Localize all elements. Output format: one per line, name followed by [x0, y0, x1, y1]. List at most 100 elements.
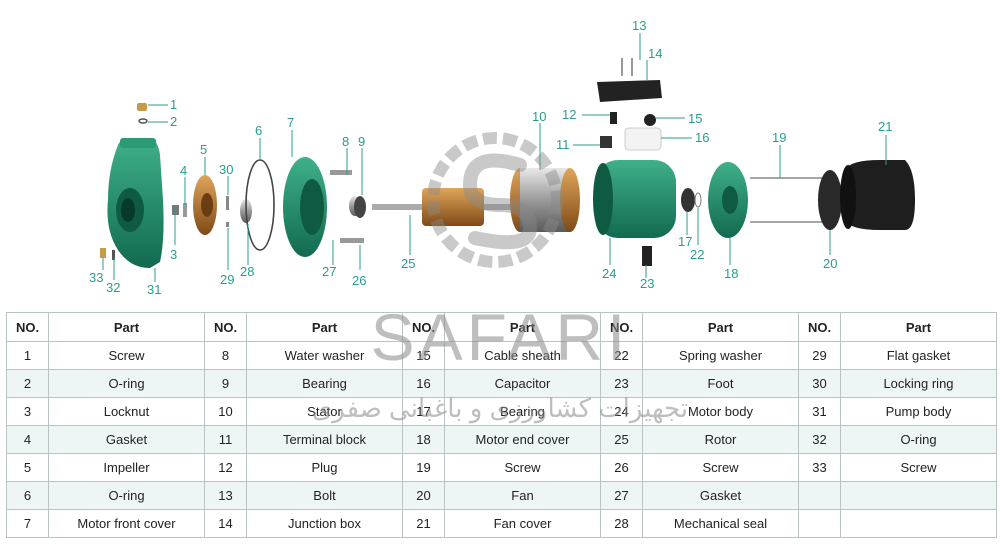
- part-number-cell: 17: [402, 397, 445, 426]
- part-name-cell: Motor body: [642, 397, 799, 426]
- part-rotor: [372, 188, 512, 226]
- part-fan: [818, 170, 842, 230]
- part-name-cell: Mechanical seal: [642, 509, 799, 538]
- callout-32: 32: [106, 280, 120, 295]
- part-stator: [510, 168, 580, 232]
- part-bearing-9: [354, 196, 366, 218]
- part-number-cell: 13: [204, 481, 247, 510]
- part-number-cell: 1: [6, 341, 49, 370]
- part-gasket-4: [183, 203, 187, 217]
- part-name-cell: Capacitor: [444, 369, 601, 398]
- header-no: NO.: [600, 312, 643, 342]
- header-no: NO.: [798, 312, 841, 342]
- diagram-canvas: 1 2 3 4 5 6 7 8 9 10 11 12 13 14 15 16 1…: [89, 18, 915, 297]
- callout-18: 18: [724, 266, 738, 281]
- callout-12: 12: [562, 107, 576, 122]
- part-number-cell: 22: [600, 341, 643, 370]
- callout-7: 7: [287, 115, 294, 130]
- part-cable-sheath: [644, 114, 656, 126]
- part-name-cell: Spring washer: [642, 341, 799, 370]
- part-name-cell: Foot: [642, 369, 799, 398]
- callout-3: 3: [170, 247, 177, 262]
- part-name-cell: Impeller: [48, 453, 205, 482]
- part-number-cell: 4: [6, 425, 49, 454]
- part-name-cell: Bearing: [246, 369, 403, 398]
- callout-11: 11: [556, 137, 570, 152]
- part-bearing-17: [681, 188, 695, 212]
- callout-9: 9: [358, 134, 365, 149]
- part-number-cell: 25: [600, 425, 643, 454]
- callout-19: 19: [772, 130, 786, 145]
- callout-25: 25: [401, 256, 415, 271]
- callout-17: 17: [678, 234, 692, 249]
- part-capacitor: [624, 127, 662, 151]
- part-name-cell: Gasket: [642, 481, 799, 510]
- part-name-cell: Terminal block: [246, 425, 403, 454]
- leader-lines: [102, 33, 887, 282]
- part-motor-body: [593, 160, 676, 238]
- header-part: Part: [246, 312, 403, 342]
- part-terminal-block: [600, 136, 612, 148]
- part-number-cell: 29: [798, 341, 841, 370]
- callout-33: 33: [89, 270, 103, 285]
- part-number-cell: 16: [402, 369, 445, 398]
- part-name-cell: Motor end cover: [444, 425, 601, 454]
- callout-21: 21: [878, 119, 892, 134]
- part-o-ring-2: [138, 118, 148, 124]
- callout-23: 23: [640, 276, 654, 291]
- callout-31: 31: [147, 282, 161, 297]
- part-number-cell: 8: [204, 341, 247, 370]
- part-plug: [610, 112, 617, 124]
- callout-1: 1: [170, 97, 177, 112]
- header-part: Part: [642, 312, 799, 342]
- part-number-cell: 20: [402, 481, 445, 510]
- part-name-cell: Screw: [840, 453, 997, 482]
- part-number-cell: 19: [402, 453, 445, 482]
- header-no: NO.: [204, 312, 247, 342]
- part-name-cell: [840, 509, 997, 538]
- part-number-cell: [798, 509, 841, 538]
- part-number-cell: 10: [204, 397, 247, 426]
- part-flat-gasket: [226, 222, 229, 227]
- part-name-cell: Bolt: [246, 481, 403, 510]
- part-foot: [642, 246, 652, 266]
- callout-28: 28: [240, 264, 254, 279]
- header-part: Part: [840, 312, 997, 342]
- part-name-cell: Rotor: [642, 425, 799, 454]
- part-name-cell: Gasket: [48, 425, 205, 454]
- callout-6: 6: [255, 123, 262, 138]
- part-fan-cover: [840, 160, 915, 230]
- part-number-cell: 5: [6, 453, 49, 482]
- part-number-cell: 12: [204, 453, 247, 482]
- part-spring-washer: [694, 192, 702, 208]
- part-name-cell: Locknut: [48, 397, 205, 426]
- callout-15: 15: [688, 111, 702, 126]
- part-name-cell: Bearing: [444, 397, 601, 426]
- part-name-cell: Junction box: [246, 509, 403, 538]
- callout-30: 30: [219, 162, 233, 177]
- part-name-cell: Stator: [246, 397, 403, 426]
- callout-20: 20: [823, 256, 837, 271]
- part-number-cell: 30: [798, 369, 841, 398]
- callout-26: 26: [352, 273, 366, 288]
- part-name-cell: Screw: [642, 453, 799, 482]
- part-number-cell: 21: [402, 509, 445, 538]
- header-part: Part: [48, 312, 205, 342]
- part-number-cell: [798, 481, 841, 510]
- callout-10: 10: [532, 109, 546, 124]
- part-number-cell: 3: [6, 397, 49, 426]
- header-part: Part: [444, 312, 601, 342]
- part-number-cell: 18: [402, 425, 445, 454]
- part-pump-body: [107, 138, 164, 268]
- part-number-cell: 31: [798, 397, 841, 426]
- callout-29: 29: [220, 272, 234, 287]
- part-junction-box: [597, 80, 662, 102]
- part-name-cell: O-ring: [840, 425, 997, 454]
- part-name-cell: O-ring: [48, 369, 205, 398]
